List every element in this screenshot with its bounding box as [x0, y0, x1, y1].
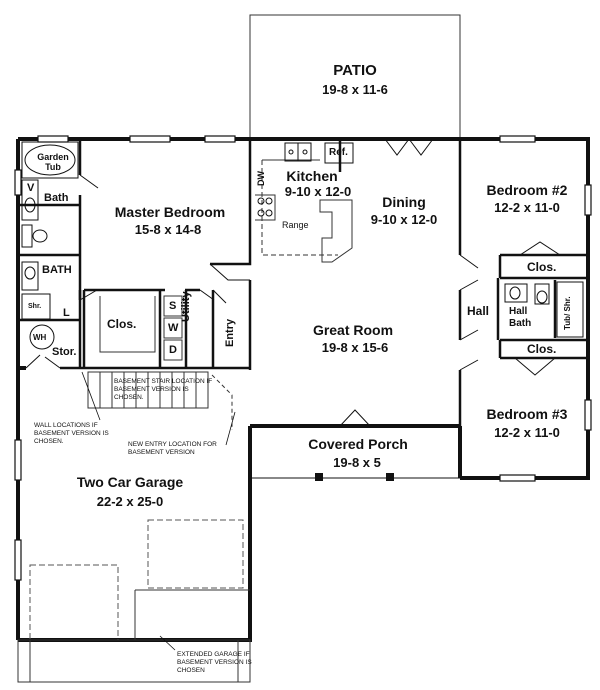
patio-label: PATIO	[333, 62, 377, 79]
dining-label: Dining	[382, 194, 426, 210]
covered-porch-dim: 19-8 x 5	[333, 455, 381, 470]
bedroom2-dim: 12-2 x 11-0	[494, 200, 560, 215]
extended-garage-note: EXTENDED GARAGE IF BASEMENT VERSION IS C…	[177, 651, 252, 674]
vanity-label: V	[27, 182, 35, 194]
kitchen-dim: 9-10 x 12-0	[284, 184, 352, 199]
utility-label: Utility	[180, 291, 192, 322]
bedroom3-label: Bedroom #3	[486, 406, 568, 422]
garage-label: Two Car Garage	[76, 474, 184, 490]
refrigerator-label: Ref.	[329, 147, 348, 158]
great-room-dim: 19-8 x 15-6	[321, 340, 389, 355]
bedroom3-closet-label: Clos.	[527, 342, 557, 356]
kitchen-counter	[255, 159, 353, 263]
bath-fixtures	[21, 179, 584, 350]
range-burners	[257, 197, 273, 217]
washer-label: W	[168, 322, 179, 334]
water-heater-label: WH	[33, 333, 47, 342]
tub-shower-label: Tub/ Shr.	[563, 296, 572, 330]
garage-doors	[29, 519, 244, 641]
bath-label: BATH	[42, 264, 72, 276]
garden-tub	[24, 144, 76, 176]
basement-stair-note: BASEMENT STAIR LOCATION IF BASEMENT VERS…	[114, 378, 213, 401]
range-label: Range	[282, 220, 309, 230]
closet-shelves	[99, 295, 183, 361]
hall-bath-label: Hall Bath	[509, 306, 532, 329]
porch-column-left	[315, 473, 323, 481]
shelf-s-label: S	[169, 300, 177, 312]
porch-column-right	[386, 473, 394, 481]
bedroom3-dim: 12-2 x 11-0	[494, 425, 560, 440]
hall-label: Hall	[467, 304, 490, 318]
garage-dim: 22-2 x 25-0	[96, 494, 164, 509]
bedroom2-label: Bedroom #2	[486, 182, 568, 198]
windows	[14, 135, 592, 581]
new-entry-note: NEW ENTRY LOCATION FOR BASEMENT VERSION	[128, 441, 217, 456]
dishwasher-label: DW	[256, 171, 266, 186]
refrigerator	[324, 142, 354, 164]
entry-label: Entry	[224, 318, 236, 347]
note-leaders	[81, 371, 236, 651]
storage-label: Stor.	[52, 346, 77, 358]
wall-locations-note: WALL LOCATIONS IF BASEMENT VERSION IS CH…	[34, 422, 109, 445]
master-bedroom-dim: 15-8 x 14-8	[134, 222, 202, 237]
interior-walls	[18, 139, 588, 426]
basement-stair	[87, 371, 233, 430]
patio-dim: 19-8 x 11-6	[322, 82, 388, 97]
kitchen-label: Kitchen	[286, 168, 338, 184]
dryer-label: D	[169, 344, 177, 356]
shower-label: Shr.	[28, 303, 42, 310]
master-bedroom-label: Master Bedroom	[114, 204, 226, 220]
dining-dim: 9-10 x 12-0	[370, 212, 438, 227]
bedroom2-closet-label: Clos.	[527, 260, 557, 274]
master-closet-label: Clos.	[107, 317, 137, 331]
linen-label: L	[63, 307, 70, 319]
master-bath-label: Bath	[44, 192, 69, 204]
door-swings	[25, 138, 561, 427]
extended-garage	[17, 589, 251, 683]
great-room-label: Great Room	[312, 322, 394, 338]
garden-tub-label: Garden Tub	[37, 152, 69, 172]
covered-porch-label: Covered Porch	[308, 436, 408, 452]
